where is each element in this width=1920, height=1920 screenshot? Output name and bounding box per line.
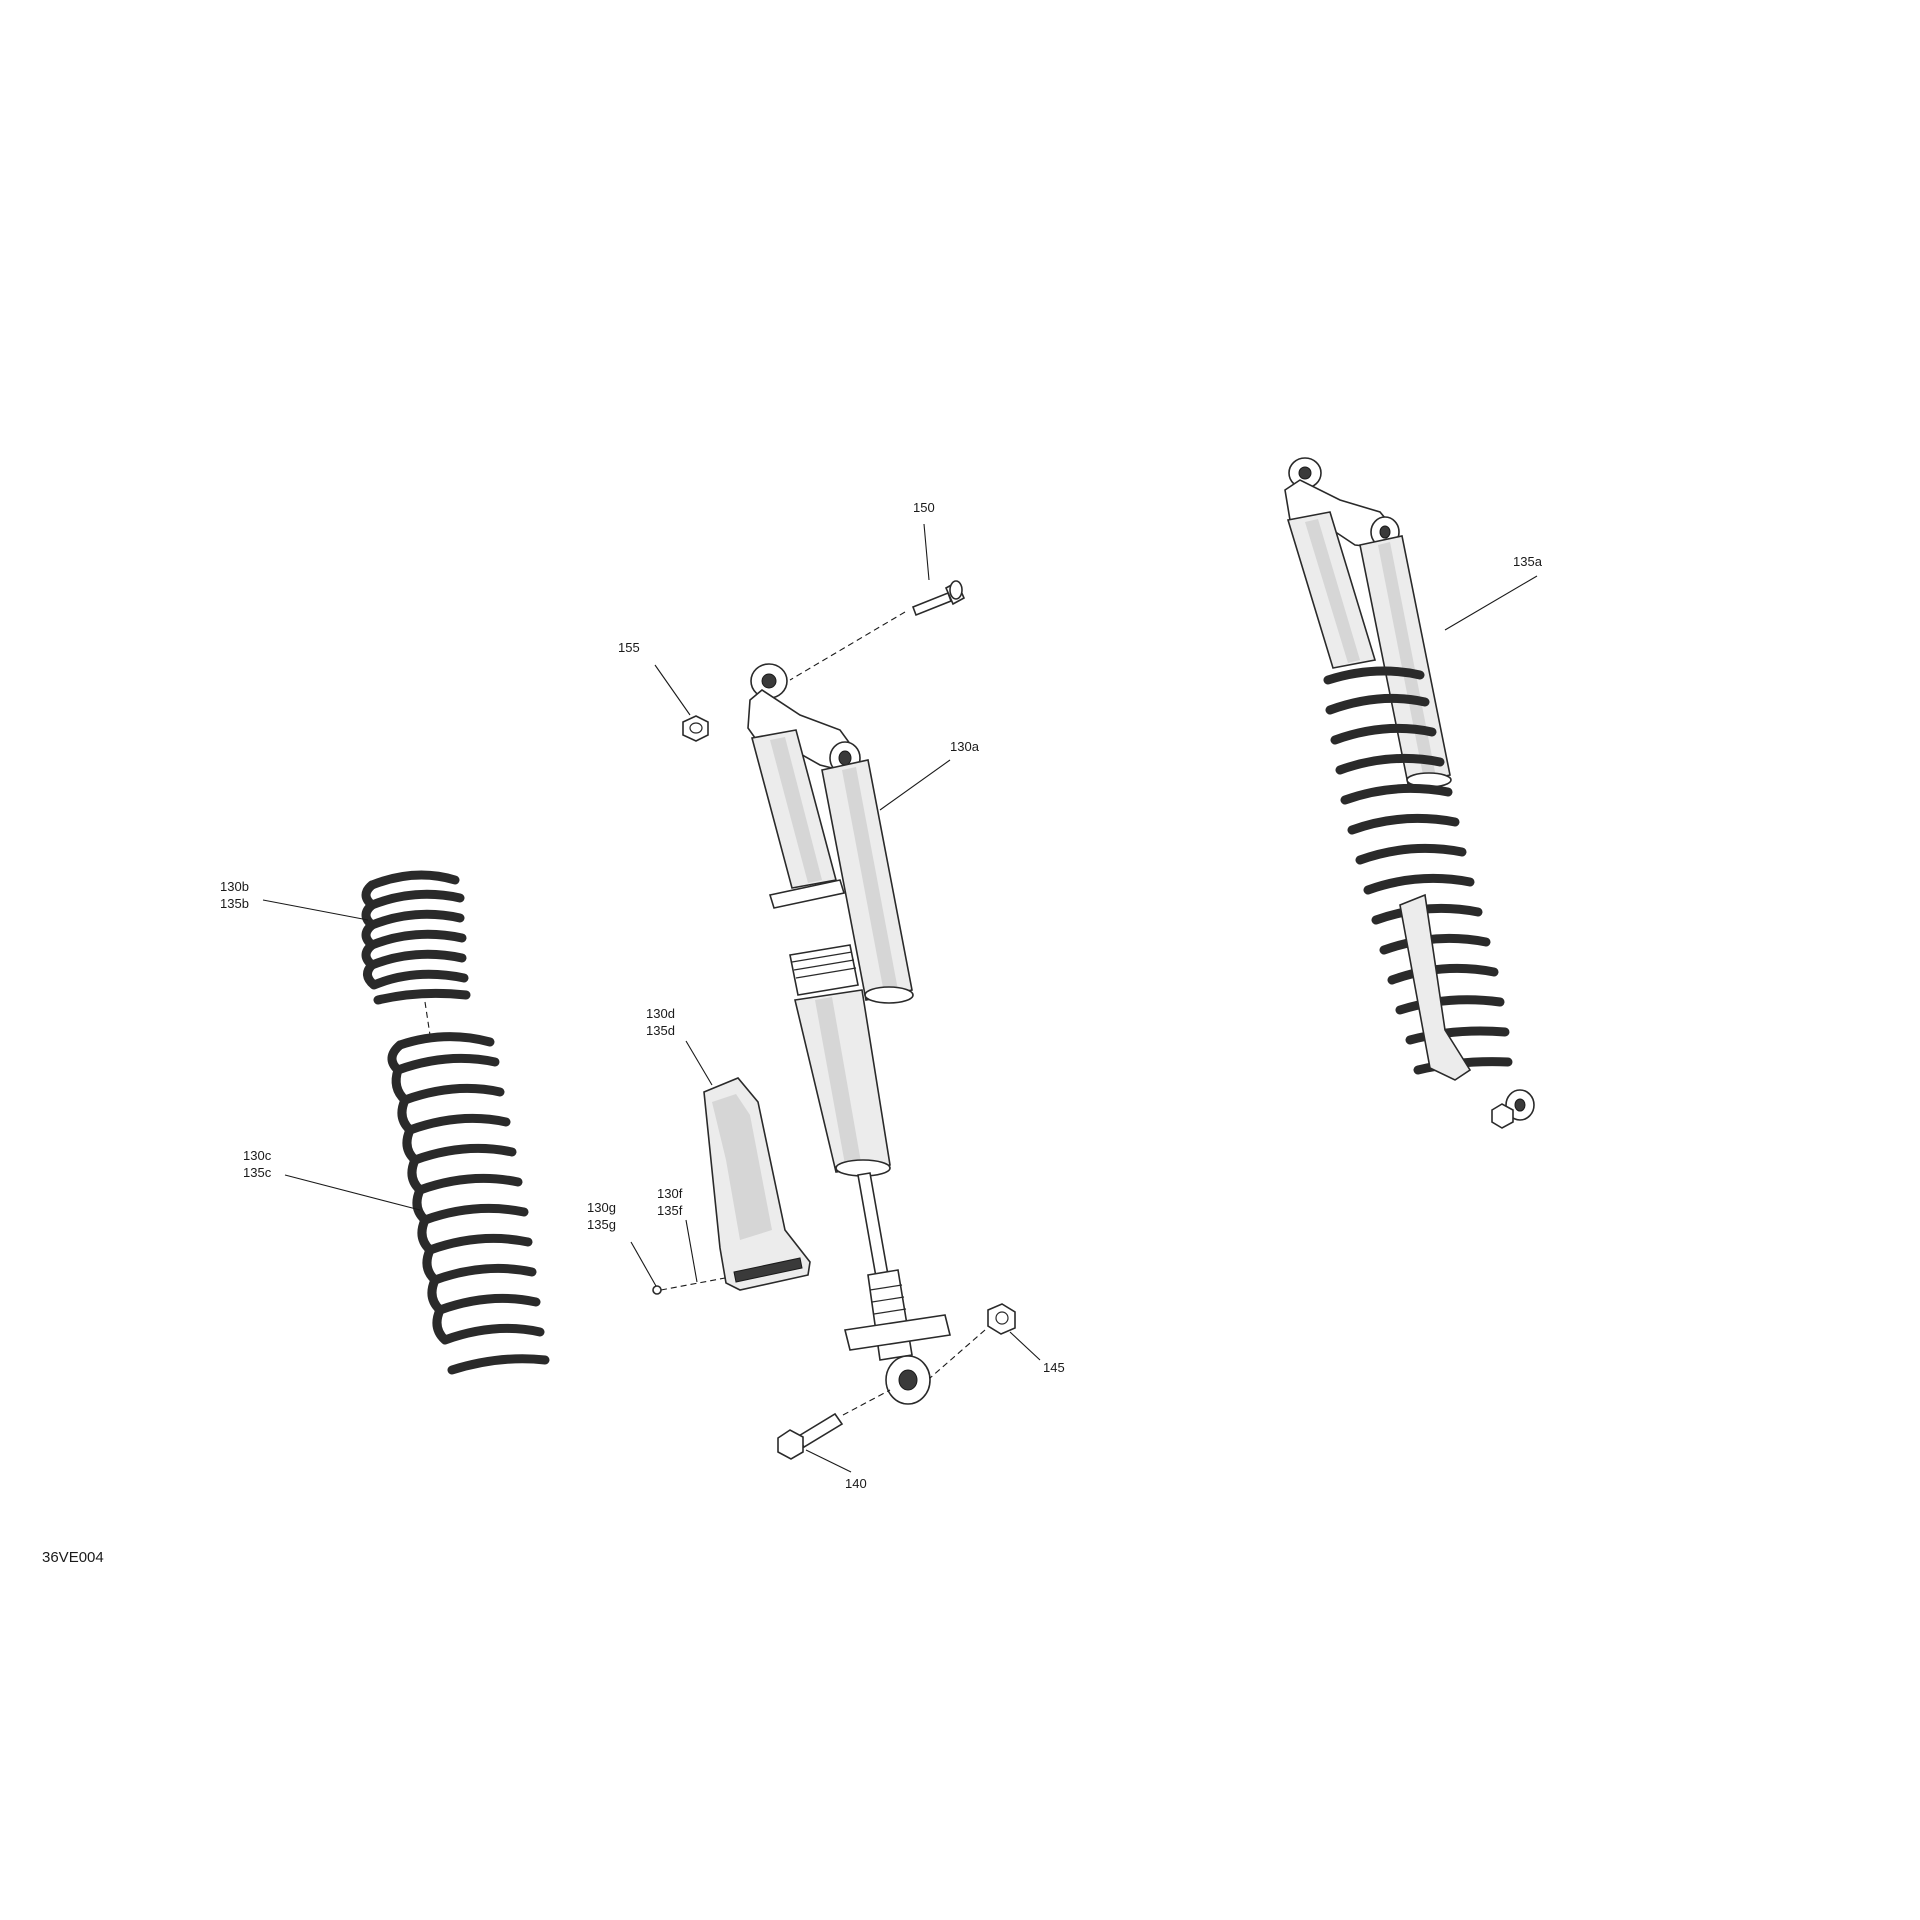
leader-155 (654, 664, 691, 716)
leader-135a (1444, 575, 1538, 631)
upper-bolt-150[interactable] (911, 580, 966, 617)
lower-bolt-140[interactable] (777, 1412, 844, 1460)
leader-130a (879, 759, 951, 811)
lower-nut-145[interactable] (987, 1303, 1016, 1335)
long-spring-130c[interactable] (387, 1032, 550, 1375)
lower-axis-line (929, 1329, 986, 1379)
callout-130a: 130a (950, 739, 980, 754)
callout-155: 155 (618, 640, 640, 655)
spring-axis-line (424, 1001, 431, 1036)
callout-130b: 130b (220, 879, 249, 894)
callout-130d: 130d (646, 1006, 675, 1021)
diagram-reference-code: 36VE004 (42, 1549, 104, 1566)
leader-130g (630, 1241, 657, 1287)
callout-145: 145 (1043, 1360, 1065, 1375)
callout-135f: 135f (657, 1203, 683, 1218)
callout-130f: 130f (657, 1186, 683, 1201)
callout-135d: 135d (646, 1023, 675, 1038)
leader-130b (262, 899, 369, 921)
bolt-150-axis-line (789, 611, 906, 681)
callout-135g: 135g (587, 1217, 616, 1232)
callout-135a: 135a (1513, 554, 1543, 569)
short-spring-130b[interactable] (361, 870, 471, 1005)
shock-guard-130d[interactable] (703, 1077, 811, 1291)
callout-150: 150 (913, 500, 935, 515)
leader-130d (685, 1040, 713, 1086)
leader-150 (923, 523, 930, 581)
screw-axis-line (660, 1277, 726, 1291)
callout-130c: 130c (243, 1148, 272, 1163)
leader-130c (284, 1174, 421, 1211)
callout-130g: 130g (587, 1200, 616, 1215)
front-shock-130a[interactable] (747, 663, 951, 1405)
guard-screw-130g[interactable] (652, 1285, 662, 1295)
upper-nut-155[interactable] (682, 715, 709, 742)
rear-shock-135a[interactable] (1284, 457, 1535, 1129)
leader-145 (1009, 1331, 1041, 1361)
lower-bolt-axis-line (842, 1389, 891, 1416)
callout-135c: 135c (243, 1165, 272, 1180)
leader-140 (805, 1449, 852, 1473)
callout-140: 140 (845, 1476, 867, 1491)
callout-135b: 135b (220, 896, 249, 911)
leader-130f (685, 1219, 698, 1283)
